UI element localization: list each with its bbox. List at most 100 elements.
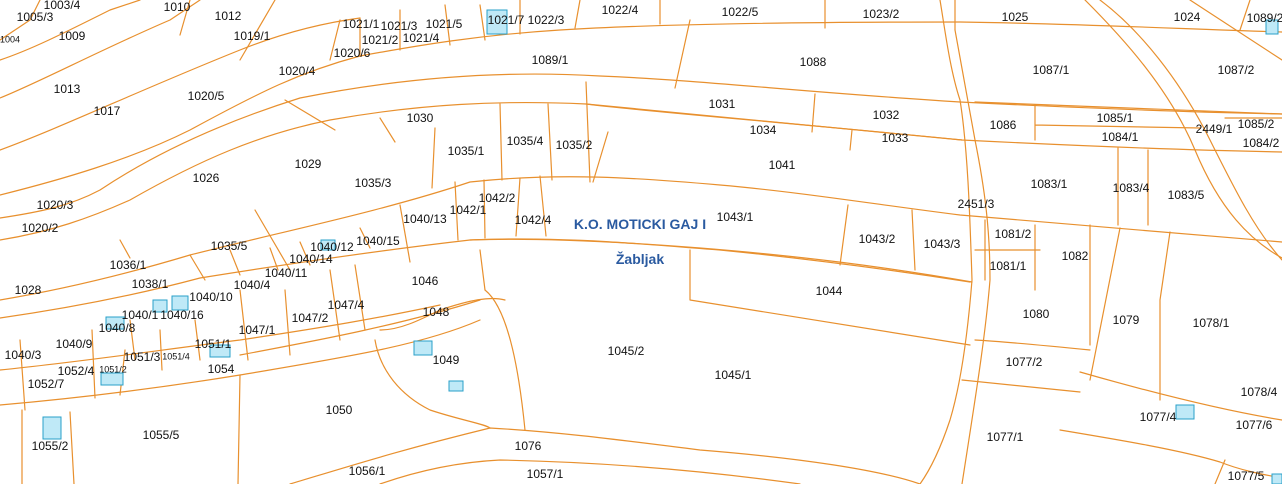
parcel-label[interactable]: 1019/1: [233, 29, 271, 43]
parcel-label[interactable]: 1035/1: [447, 144, 485, 158]
parcel-label[interactable]: 1087/2: [1217, 63, 1255, 77]
parcel-label[interactable]: 1025: [1001, 10, 1029, 24]
parcel-label[interactable]: 1021/1: [342, 17, 380, 31]
parcel-label[interactable]: 1042/2: [478, 191, 516, 205]
parcel-label[interactable]: 1040/11: [264, 266, 308, 280]
parcel-label[interactable]: 1077/1: [986, 430, 1024, 444]
parcel-label[interactable]: 1048: [422, 305, 450, 319]
parcel-label[interactable]: 1046: [411, 274, 439, 288]
parcel-label[interactable]: 1040/4: [233, 278, 271, 292]
parcel-label[interactable]: 1077/2: [1005, 355, 1043, 369]
parcel-label[interactable]: 1036/1: [109, 258, 147, 272]
parcel-label[interactable]: 1040/15: [356, 234, 400, 248]
parcel-label[interactable]: 1045/1: [714, 368, 752, 382]
parcel-label[interactable]: 1035/5: [210, 239, 248, 253]
parcel-label[interactable]: 1026: [192, 171, 220, 185]
parcel-label[interactable]: 1012: [214, 9, 242, 23]
parcel-label[interactable]: 1043/2: [858, 232, 896, 246]
parcel-label[interactable]: 1032: [872, 108, 900, 122]
parcel-label[interactable]: 1078/1: [1192, 316, 1230, 330]
parcel-label[interactable]: 1023/2: [862, 7, 900, 21]
parcel-label[interactable]: 1028: [14, 283, 42, 297]
parcel-label[interactable]: 1040/12: [310, 240, 354, 254]
parcel-label[interactable]: 1087/1: [1032, 63, 1070, 77]
parcel-label[interactable]: 1021/5: [425, 17, 463, 31]
parcel-label[interactable]: 1080: [1022, 307, 1050, 321]
parcel-label[interactable]: 1088: [799, 55, 827, 69]
parcel-label[interactable]: 1047/4: [327, 298, 365, 312]
parcel-label[interactable]: 1024: [1173, 10, 1201, 24]
parcel-label[interactable]: 1005/3: [16, 10, 54, 24]
parcel-label[interactable]: 1022/3: [527, 13, 565, 27]
parcel-label[interactable]: 1040/14: [289, 252, 333, 266]
parcel-label[interactable]: 1040/16: [160, 308, 204, 322]
parcel-label[interactable]: 1089/1: [531, 53, 569, 67]
parcel-label[interactable]: 1042/4: [514, 213, 552, 227]
parcel-label[interactable]: 1040/9: [55, 337, 93, 351]
parcel-label[interactable]: 1020/3: [36, 198, 74, 212]
parcel-label[interactable]: 1020/4: [278, 64, 316, 78]
parcel-label[interactable]: 1020/6: [333, 46, 371, 60]
parcel-label[interactable]: 1049: [432, 353, 460, 367]
parcel-label[interactable]: 1054: [207, 362, 235, 376]
parcel-label[interactable]: 1051/1: [194, 337, 232, 351]
parcel-label[interactable]: 1050: [325, 403, 353, 417]
parcel-label[interactable]: 1034: [749, 123, 777, 137]
parcel-label[interactable]: 1079: [1112, 313, 1140, 327]
parcel-label[interactable]: 1004: [0, 34, 21, 45]
parcel-label[interactable]: 1047/2: [291, 311, 329, 325]
parcel-label[interactable]: 1076: [514, 439, 542, 453]
parcel-label[interactable]: 1010: [163, 0, 191, 14]
parcel-label[interactable]: 1051/2: [99, 364, 127, 375]
parcel-label[interactable]: 1022/5: [721, 5, 759, 19]
parcel-label[interactable]: 1033: [881, 131, 909, 145]
parcel-label[interactable]: 1020/2: [21, 221, 59, 235]
parcel-label[interactable]: 1052/7: [27, 377, 65, 391]
parcel-label[interactable]: 1040/1: [121, 308, 159, 322]
parcel-label[interactable]: 1021/2: [361, 33, 399, 47]
parcel-label[interactable]: 1021/7: [487, 13, 525, 27]
parcel-label[interactable]: 1089/2: [1246, 11, 1282, 25]
parcel-label[interactable]: 1077/5: [1227, 469, 1265, 483]
parcel-label[interactable]: 1021/3: [380, 19, 418, 33]
parcel-label[interactable]: 1078/4: [1240, 385, 1278, 399]
parcel-label[interactable]: 1043/3: [923, 237, 961, 251]
parcel-label[interactable]: 1031: [708, 97, 736, 111]
parcel-label[interactable]: 1003/4: [43, 0, 81, 12]
parcel-label[interactable]: 1083/5: [1167, 188, 1205, 202]
parcel-label[interactable]: 1040/3: [4, 348, 42, 362]
parcel-label[interactable]: 1042/1: [449, 203, 487, 217]
parcel-label[interactable]: 1083/4: [1112, 181, 1150, 195]
parcel-label[interactable]: 1038/1: [131, 277, 169, 291]
parcel-label[interactable]: 1077/6: [1235, 418, 1273, 432]
parcel-label[interactable]: 1051/3: [123, 350, 161, 364]
parcel-label[interactable]: 1055/2: [31, 439, 69, 453]
parcel-label[interactable]: 1057/1: [526, 467, 564, 481]
parcel-label[interactable]: 1040/13: [403, 212, 447, 226]
parcel-label[interactable]: 1081/1: [989, 259, 1027, 273]
parcel-label[interactable]: 1081/2: [994, 227, 1032, 241]
parcel-label[interactable]: 1084/2: [1242, 136, 1280, 150]
parcel-label[interactable]: 1086: [989, 118, 1017, 132]
parcel-label[interactable]: 1085/1: [1096, 111, 1134, 125]
parcel-label[interactable]: 1084/1: [1101, 130, 1139, 144]
parcel-label[interactable]: 1043/1: [716, 210, 754, 224]
parcel-label[interactable]: 1044: [815, 284, 843, 298]
parcel-label[interactable]: 2449/1: [1195, 122, 1233, 136]
parcel-label[interactable]: 1009: [58, 29, 86, 43]
parcel-label[interactable]: 1056/1: [348, 464, 386, 478]
parcel-label[interactable]: 1030: [406, 111, 434, 125]
parcel-label[interactable]: 1035/4: [506, 134, 544, 148]
parcel-label[interactable]: 1040/8: [98, 321, 136, 335]
parcel-label[interactable]: 1020/5: [187, 89, 225, 103]
parcel-label[interactable]: 1035/3: [354, 176, 392, 190]
parcel-label[interactable]: 1052/4: [57, 364, 95, 378]
parcel-label[interactable]: 1045/2: [607, 344, 645, 358]
parcel-label[interactable]: 1085/2: [1237, 117, 1275, 131]
parcel-label[interactable]: 1083/1: [1030, 177, 1068, 191]
parcel-label[interactable]: 1051/4: [162, 351, 190, 362]
parcel-label[interactable]: 1041: [768, 158, 796, 172]
parcel-label[interactable]: 1047/1: [238, 323, 276, 337]
parcel-label[interactable]: 1077/4: [1139, 410, 1177, 424]
